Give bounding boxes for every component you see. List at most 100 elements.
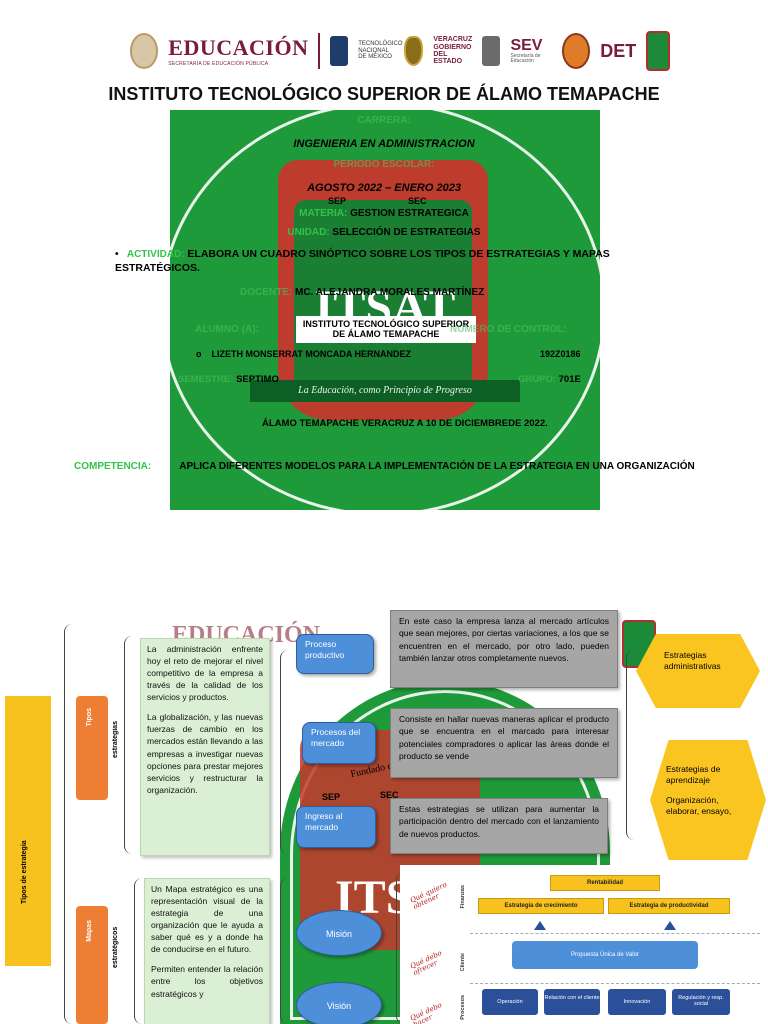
unit-value: SELECCIÓN DE ESTRATEGIAS <box>332 227 481 238</box>
tipos-sub: estrategias <box>112 721 119 758</box>
map-crecimiento: Estrategia de crecimiento <box>478 898 604 914</box>
career-value: INGENIERIA EN ADMINISTRACION <box>293 138 475 150</box>
veracruz-logo-text: VERACRUZ GOBIERNO DEL ESTADO <box>433 36 473 66</box>
map-propuesta-valor: Propuesta Única de Valor <box>512 941 698 969</box>
mapas-note-p2: Permiten entender la relación entre los … <box>151 964 263 999</box>
mapas-note-p1: Un Mapa estratégico es una representació… <box>151 884 263 955</box>
period-value: AGOSTO 2022 – ENERO 2023 <box>307 182 461 194</box>
hand-note-hacer: Qué debo hacer <box>408 1000 444 1024</box>
student-bullet: o <box>196 349 209 359</box>
det-flower-icon <box>562 33 591 69</box>
root-node: Tipos de estrategia <box>5 696 51 966</box>
mapas-node: Mapas <box>76 906 108 1024</box>
logo-divider <box>318 33 320 69</box>
teacher-value: MC. ALEJANDRA MORALES MARTÍNEZ <box>295 287 485 298</box>
sep-seal-icon <box>130 33 159 69</box>
activity-label: ACTIVIDAD: <box>126 249 185 260</box>
map-arrow-2-icon <box>664 921 676 930</box>
map-innovacion: Innovación <box>608 989 666 1015</box>
veracruz-crest-icon <box>404 36 424 66</box>
control-label: NUMERO DE CONTROL: <box>450 324 567 335</box>
group-label: GRUPO: <box>518 374 556 385</box>
subject-value: GESTION ESTRATEGICA <box>350 208 469 219</box>
teacher-row: DOCENTE: MC. ALEJANDRA MORALES MARTÍNEZ <box>240 287 484 298</box>
student-value: LIZETH MONSERRAT MONCADA HERNANDEZ <box>211 349 412 359</box>
student-row: o LIZETH MONSERRAT MONCADA HERNANDEZ <box>196 349 411 359</box>
teacher-label: DOCENTE: <box>240 287 293 298</box>
strategy-map-figure: Qué quiero obtener Qué debo ofrecer Qué … <box>400 865 768 1024</box>
estrategias-administrativas-hex: Estrategias administrativas <box>636 634 760 708</box>
procesos-mercado-node: Procesos del mercado <box>302 722 376 764</box>
estrategias-aprendizaje-hex: Estrategias de aprendizaje Organización,… <box>650 740 766 860</box>
map-arrow-1-icon <box>534 921 546 930</box>
hand-note-ofrecer: Qué debo ofrecer <box>408 948 444 977</box>
root-label: Tipos de estrategia <box>21 840 28 904</box>
map-brace <box>280 878 290 1024</box>
group-value: 701E <box>558 374 581 385</box>
tipos-description-note: La administración enfrente hoy el reto d… <box>140 638 270 856</box>
hand-note-obtener: Qué quiero obtener <box>408 880 449 911</box>
tipos-note-p2: La globalización, y las nuevas fuerzas d… <box>147 712 263 795</box>
tipos-note-p1: La administración enfrente hoy el reto d… <box>147 644 263 703</box>
activity-bullet: • <box>115 249 125 260</box>
proceso-productivo-description: En este caso la empresa lanza al mercado… <box>390 610 618 688</box>
semester-label: SEMESTRE: <box>178 374 234 385</box>
map-rentabilidad: Rentabilidad <box>550 875 660 891</box>
tipos-label: Tipos <box>86 708 93 727</box>
side-cliente: Cliente <box>460 953 466 972</box>
side-procesos: Procesos <box>460 995 466 1020</box>
tecnm-logo-icon <box>329 36 349 66</box>
semester-value: SEPTIMO <box>236 374 279 385</box>
sep-emblem-text: SEP <box>328 196 347 206</box>
mapas-description-note: Un Mapa estratégico es una representació… <box>144 878 270 1024</box>
mapas-label: Mapas <box>86 920 93 942</box>
competence-label: COMPETENCIA: <box>74 461 152 472</box>
map-divider-2 <box>470 983 760 984</box>
hex2-title: Estrategias de aprendizaje <box>666 764 721 786</box>
side-finanzas: Finanzas <box>460 885 466 909</box>
unit-row: UNIDAD: SELECCIÓN DE ESTRATEGIAS <box>0 227 768 238</box>
sec-emblem-text: SEC <box>408 196 427 206</box>
educacion-logo: EDUCACIÓN SECRETARÍA DE EDUCACIÓN PÚBLIC… <box>168 35 309 67</box>
hex1-label: Estrategias administrativas <box>664 650 721 672</box>
motto-banner: La Educación, como Principio de Progreso <box>250 380 520 402</box>
itsat-subtitle: INSTITUTO TECNOLÓGICO SUPERIOR DE ÁLAMO … <box>296 316 476 343</box>
activity-row: • ACTIVIDAD: ELABORA UN CUADRO SINÓPTICO… <box>115 248 685 275</box>
ingreso-mercado-node: Ingreso al mercado <box>296 806 376 848</box>
procesos-mercado-description: Consiste en hallar nuevas maneras aplica… <box>390 708 618 778</box>
institute-title: INSTITUTO TECNOLÓGICO SUPERIOR DE ÁLAMO … <box>108 84 660 104</box>
hex-brace <box>626 650 636 840</box>
proceso-productivo-node: Proceso productivo <box>296 634 374 674</box>
sev-seal-icon <box>482 36 501 66</box>
tipos-node: Tipos <box>76 696 108 800</box>
bg-sec-text: SEC <box>380 790 399 800</box>
semester-row: SEMESTRE: SEPTIMO <box>178 374 279 385</box>
sev-logo: SEV Secretaría de Educación <box>510 37 543 64</box>
bg-sep-text: SEP <box>322 792 341 802</box>
competence-row: COMPETENCIA: APLICA DIFERENTES MODELOS P… <box>74 461 704 473</box>
itsat-shield-icon <box>278 160 488 420</box>
competence-value: APLICA DIFERENTES MODELOS PARA LA IMPLEM… <box>179 461 695 472</box>
hex2-body: Organización, elaborar, ensayo, <box>666 794 732 817</box>
period-label: PERIODO ESCOLAR: <box>333 159 435 170</box>
map-operacion: Operación <box>482 989 538 1015</box>
header-logos: EDUCACIÓN SECRETARÍA DE EDUCACIÓN PÚBLIC… <box>130 22 670 80</box>
map-productividad: Estrategia de productividad <box>608 898 730 914</box>
control-value: 192Z0186 <box>540 349 581 359</box>
mapas-sub: estratégicos <box>112 926 119 968</box>
activity-value: ELABORA UN CUADRO SINÓPTICO SOBRE LOS TI… <box>115 248 610 274</box>
map-divider-1 <box>470 933 760 934</box>
mapas-brace <box>134 878 144 1024</box>
subject-label: MATERIA: <box>299 208 348 219</box>
map-relacion-cliente: Relación con el cliente <box>544 989 600 1015</box>
ingreso-mercado-description: Estas estrategias se utilizan para aumen… <box>390 798 608 854</box>
group-row: GRUPO: 701E <box>518 374 581 385</box>
synoptic-page: EDUCACIÓN Fundado en 1998 SEP SEC ITSAT … <box>0 610 768 1024</box>
tecnm-logo-text: TECNOLÓGICO NACIONAL DE MÉXICO <box>358 41 403 61</box>
mision-node: Misión <box>296 910 382 956</box>
det-logo: DET <box>600 40 637 61</box>
unit-label: UNIDAD: <box>287 227 330 238</box>
place-date: ÁLAMO TEMAPACHE VERACRUZ A 10 DE DICIEMB… <box>262 418 548 429</box>
vision-node: Visión <box>296 982 382 1024</box>
strategy-map-brace <box>396 872 406 1024</box>
